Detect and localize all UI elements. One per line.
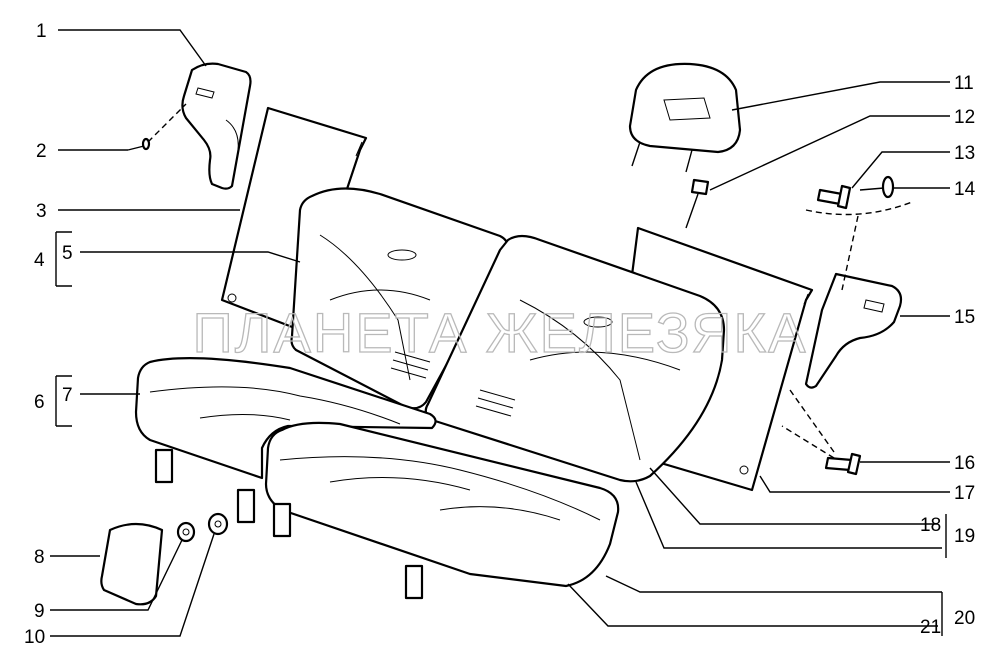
pin-14 <box>859 175 895 199</box>
callout-7: 7 <box>62 385 73 406</box>
right-armrest-trim <box>804 272 903 389</box>
headrest <box>628 62 742 173</box>
callout-labels: 1 2 3 4 5 6 7 8 9 10 11 12 13 14 15 16 1… <box>24 21 976 648</box>
callout-16: 16 <box>954 453 975 474</box>
callout-15: 15 <box>954 307 975 328</box>
callout-9: 9 <box>34 601 45 622</box>
callout-18: 18 <box>920 515 941 536</box>
headrest-guide <box>685 178 710 229</box>
callout-11: 11 <box>954 73 974 94</box>
screw-13 <box>816 184 852 210</box>
callout-5: 5 <box>62 243 73 264</box>
callout-10: 10 <box>24 627 45 648</box>
left-backrest-section <box>290 187 510 410</box>
callout-8: 8 <box>34 547 45 568</box>
left-seat-cushion <box>134 357 437 480</box>
nut-9 <box>176 521 196 543</box>
callout-17: 17 <box>954 483 975 504</box>
screw-2 <box>127 137 151 151</box>
washer-10 <box>207 512 229 536</box>
callout-14: 14 <box>954 179 976 200</box>
callout-2: 2 <box>36 141 47 162</box>
right-backrest-section <box>424 234 726 483</box>
callout-12: 12 <box>954 107 975 128</box>
left-armrest-trim <box>181 62 252 190</box>
callout-1: 1 <box>36 21 47 42</box>
end-cover-8 <box>100 522 164 606</box>
watermark-text: ПЛАНЕТА ЖЕЛЕЗЯКА <box>193 301 808 364</box>
assembly-guides <box>147 103 913 459</box>
right-seat-cushion <box>264 421 620 588</box>
callout-13: 13 <box>954 143 975 164</box>
callout-3: 3 <box>36 201 47 222</box>
callout-21: 21 <box>920 617 941 638</box>
leader-lines <box>50 29 950 637</box>
callout-20: 20 <box>954 608 975 629</box>
callout-4: 4 <box>34 250 45 271</box>
callout-6: 6 <box>34 392 45 413</box>
seat-brackets <box>154 448 424 600</box>
callout-19: 19 <box>954 526 975 547</box>
screw-16 <box>824 452 862 476</box>
